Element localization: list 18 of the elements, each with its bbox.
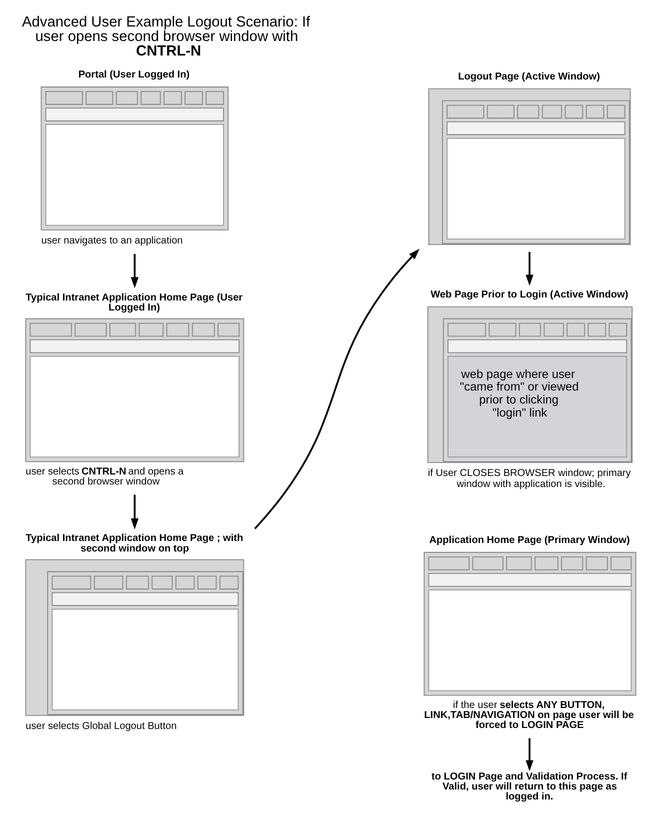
node-label: Typical Intranet Application Home Page (User Logged In) (25, 292, 242, 314)
arrow (130, 254, 138, 288)
diagram-title: Advanced User Example Logout Scenario: If user opens second browser window with CNTRL-N (21, 14, 310, 60)
node-label: Application Home Page (Primary Window) (428, 535, 630, 546)
node-label: user selects CNTRL-N and opens a second browser window (25, 466, 184, 488)
arrow (525, 738, 533, 772)
node-label: Portal (User Logged In) (78, 70, 190, 81)
arrow (130, 494, 138, 530)
node-label: Logout Page (Active Window) (458, 71, 600, 82)
node-label: if the user selects ANY BUTTON, LINK,TAB/NAVIGATION on page user will be forced to LOGIN PAGE (424, 700, 634, 732)
arrow (254, 248, 420, 530)
arrow (525, 252, 533, 286)
node-label: if User CLOSES BROWSER window; primary window with application is visible. (427, 468, 630, 490)
node-label: Typical Intranet Application Home Page ; with second window on top (25, 533, 243, 554)
node-label: Web Page Prior to Login (Active Window) (430, 290, 628, 301)
node-label: user selects Global Logout Button (25, 721, 176, 732)
node-text: to LOGIN Page and Validation Process. If Valid, user will return to this page as logged in. (431, 771, 627, 803)
node-label: user navigates to an application (40, 235, 182, 246)
